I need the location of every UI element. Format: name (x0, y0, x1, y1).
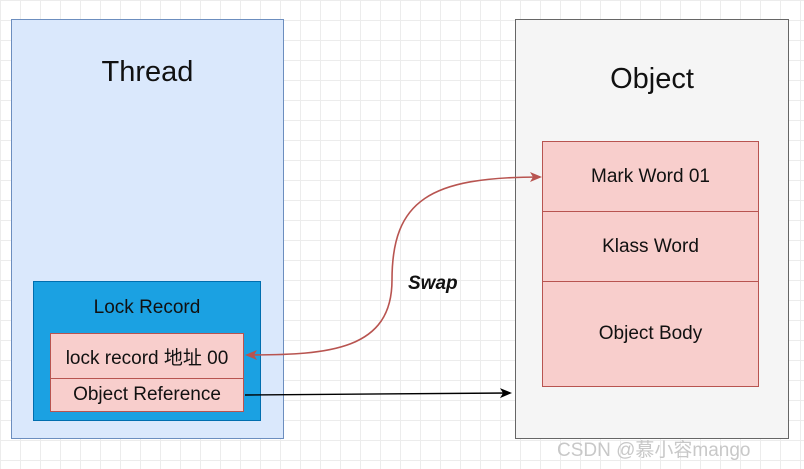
lock-record-address-cell[interactable]: lock record 地址 00 (50, 333, 244, 379)
thread-title: Thread (101, 56, 194, 88)
object-body-cell[interactable]: Object Body (542, 281, 759, 387)
watermark: CSDN @慕小容mango (557, 440, 751, 461)
swap-label: Swap (408, 273, 458, 294)
mark-word-cell[interactable]: Mark Word 01 (542, 141, 759, 212)
klass-word-cell[interactable]: Klass Word (542, 211, 759, 282)
object-reference-cell[interactable]: Object Reference (50, 378, 244, 412)
swap-arrow[interactable] (245, 172, 542, 360)
lock-record-title: Lock Record (93, 297, 201, 318)
object-title: Object (610, 63, 694, 95)
object-reference-arrow[interactable] (244, 388, 512, 399)
